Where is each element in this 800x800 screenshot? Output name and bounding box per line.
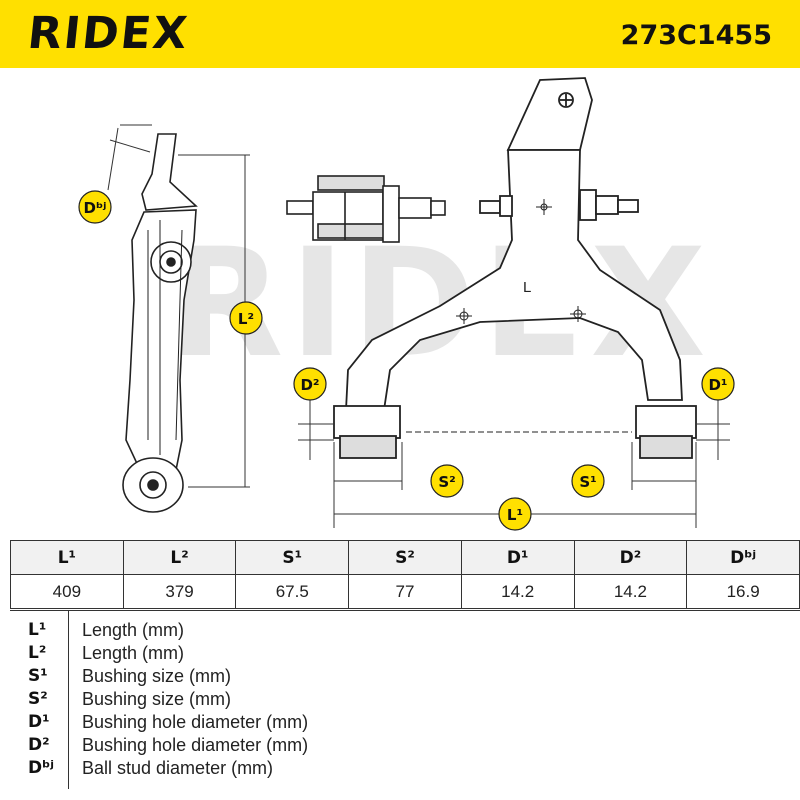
legend-symbol: L² [28,643,47,663]
svg-text:S¹: S¹ [579,473,596,491]
spec-header-dbj: Dᵇʲ [686,540,800,575]
spec-value-s2: 77 [348,574,462,609]
bushing-detail [286,175,446,243]
legend-symbol: D¹ [28,712,50,732]
legend-description: Bushing size (mm) [82,689,232,709]
side-view-arm [122,133,198,513]
spec-value-row: 409 379 67.5 77 14.2 14.2 16.9 [10,574,800,609]
spec-value-d1: 14.2 [460,574,575,609]
svg-text:L¹: L¹ [507,506,523,524]
legend-symbol: S² [28,689,48,709]
legend: L¹ Length (mm) L² Length (mm) S¹ Bushing… [10,610,800,791]
legend-symbol: S¹ [28,666,48,686]
d1-badge: D¹ [701,367,735,401]
spec-header-d2: D² [573,540,688,575]
spec-value-s1: 67.5 [235,574,350,609]
s2-badge: S² [430,464,464,498]
svg-text:D¹: D¹ [708,376,727,394]
spec-table: L¹ L² S¹ S² D¹ D² Dᵇʲ 409 379 67.5 77 14… [10,540,800,609]
spec-value-dbj: 16.9 [686,574,800,609]
spec-header-d1: D¹ [460,540,575,575]
spec-header-row: L¹ L² S¹ S² D¹ D² Dᵇʲ [10,540,800,575]
main-control-arm [333,77,697,459]
part-number: 273C1455 [620,20,772,51]
dbj-badge: Dᵇʲ [78,190,112,224]
svg-text:S²: S² [438,473,455,491]
spec-value-l1: 409 [10,574,124,609]
header-bar: RIDEX 273C1455 [0,0,800,69]
legend-symbol: D² [28,735,50,755]
spec-value-l2: 379 [122,574,237,609]
spec-header-l1: L¹ [10,540,124,575]
spec-header-l2: L² [122,540,237,575]
technical-drawing: RIDEX [0,68,800,540]
legend-symbol: L¹ [28,620,47,640]
legend-description: Bushing hole diameter (mm) [82,712,309,732]
drawing-canvas: RIDEX [78,77,735,531]
svg-text:Dᵇʲ: Dᵇʲ [84,199,107,217]
svg-text:D²: D² [300,376,319,394]
l2-badge: L² [229,301,263,335]
center-markers [406,199,632,433]
l1-badge: L¹ [498,497,532,531]
spec-value-d2: 14.2 [573,574,688,609]
side-dimensions [107,124,250,488]
legend-divider [68,611,69,789]
legend-description: Ball stud diameter (mm) [82,758,274,778]
legend-description: Bushing hole diameter (mm) [82,735,309,755]
s1-badge: S¹ [571,464,605,498]
spec-header-s1: S¹ [235,540,350,575]
brand-logo: RIDEX [25,8,192,59]
legend-symbol: Dᵇʲ [28,758,54,778]
legend-description: Length (mm) [82,643,185,663]
spec-header-s2: S² [348,540,462,575]
legend-description: Length (mm) [82,620,185,640]
legend-description: Bushing size (mm) [82,666,232,686]
center-label: L [523,279,531,296]
d2-badge: D² [293,367,327,401]
svg-text:L²: L² [238,310,254,328]
